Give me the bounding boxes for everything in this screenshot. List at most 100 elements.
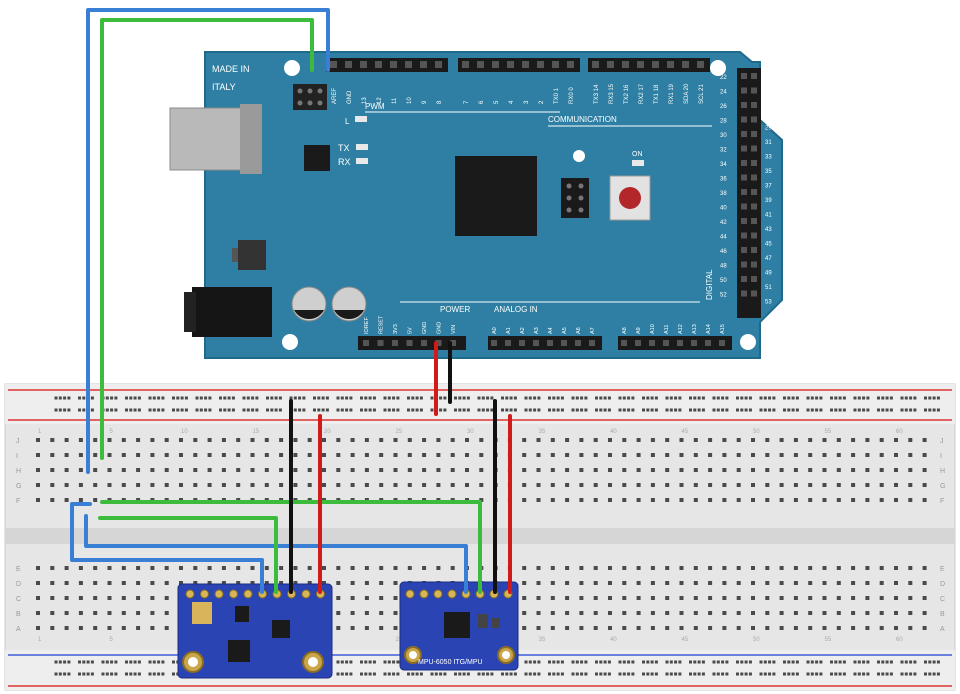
digital-pin: [751, 189, 757, 195]
module-pin: [433, 589, 443, 599]
header-pin: [592, 61, 599, 68]
wire-green-right-module: [100, 500, 482, 594]
bottom-pin-label: A11: [664, 325, 670, 334]
digital-pin: [741, 203, 747, 210]
digital-label: DIGITAL: [705, 269, 714, 300]
digital-pin-label: 45: [765, 242, 772, 248]
digital-pin: [751, 232, 757, 239]
top-pin-label: 8: [437, 100, 443, 104]
header-pin: [705, 340, 711, 346]
row-letter: H: [940, 468, 945, 475]
digital-pin: [741, 290, 747, 297]
digital-pin-label: 27: [765, 111, 772, 117]
top-pin-label: 12: [377, 97, 383, 104]
atmega-chip: [455, 156, 537, 236]
column-number: 20: [324, 429, 331, 435]
row-letter: I: [940, 453, 942, 460]
header-pin: [477, 61, 484, 68]
top-pin-label: TX3 14: [594, 84, 600, 104]
module-pin: [405, 589, 415, 599]
digital-pin-label: 53: [765, 300, 772, 306]
sensor-chip: [228, 640, 250, 662]
row-letter: H: [16, 468, 21, 475]
voltage-regulator: [238, 240, 266, 270]
digital-pin: [741, 160, 747, 166]
header-pin: [450, 340, 456, 346]
digital-pin: [741, 131, 747, 137]
header-pin: [682, 61, 689, 68]
bottom-pin-label: IOREF: [364, 317, 370, 334]
digital-pin: [751, 174, 757, 181]
digital-pin-label: 48: [720, 264, 727, 270]
power-label: POWER: [440, 305, 470, 314]
module-pin: [185, 589, 195, 599]
wire-green-sda-top: [100, 18, 314, 460]
digital-pin: [751, 218, 757, 224]
top-pin-label: 9: [422, 100, 428, 104]
column-number: 5: [110, 637, 114, 643]
header-pin: [375, 61, 382, 68]
column-number: 5: [110, 429, 114, 435]
column-number: 1: [38, 429, 42, 435]
digital-pin: [741, 116, 747, 123]
top-pin-label: 7: [464, 100, 470, 104]
wire-blue-left-module: [70, 502, 264, 594]
module-pin: [229, 589, 238, 599]
digital-pin: [751, 116, 757, 123]
header-pin: [519, 340, 525, 346]
row-letter: G: [940, 483, 945, 490]
column-number: 25: [396, 429, 403, 435]
row-letter: B: [940, 611, 945, 618]
header-pin: [435, 340, 442, 346]
digital-pin: [741, 102, 747, 108]
row-letter: C: [16, 596, 21, 603]
bottom-pin-label: A6: [576, 327, 582, 334]
header-pin: [697, 61, 704, 68]
row-letter: A: [16, 626, 21, 633]
digital-pin: [751, 73, 757, 79]
bottom-pin-label: GND: [422, 322, 428, 334]
digital-pin-label: 32: [720, 148, 727, 154]
arduino-mega-board: MADE IN ITALY TX RX L PWM ON: [169, 51, 783, 359]
header-pin: [507, 61, 514, 68]
module-pin: [301, 589, 311, 599]
bottom-pin-label: A5: [562, 327, 568, 334]
top-pin-label: RX3 15: [609, 83, 615, 104]
header-pin: [491, 340, 497, 346]
top-pin-label: 4: [509, 100, 515, 104]
header-pin: [719, 340, 725, 346]
bottom-pin-label: RESET: [379, 315, 385, 334]
top-pin-label: RX2 17: [639, 83, 645, 104]
top-pin-label: SCL 21: [699, 84, 705, 104]
digital-pin-label: 42: [720, 220, 727, 226]
column-number: 25: [396, 637, 403, 643]
on-label: ON: [632, 151, 643, 158]
digital-pin-label: 35: [765, 169, 772, 175]
row-letter: E: [940, 566, 945, 573]
breadboard-holes: [36, 396, 940, 676]
column-number: 40: [610, 429, 617, 435]
rx-label: RX: [338, 157, 351, 167]
digital-pin-label: 33: [765, 155, 772, 161]
digital-pin-label: 34: [720, 162, 727, 168]
top-pin-label: SDA 20: [684, 83, 690, 104]
digital-pin-label: 36: [720, 177, 727, 183]
header-pin: [345, 61, 352, 68]
digital-pin: [751, 102, 757, 108]
header-top-3: [588, 58, 710, 72]
digital-pin: [741, 276, 747, 282]
header-pin: [390, 61, 397, 68]
digital-pin-label: 24: [720, 90, 727, 96]
l-led-label: L: [345, 117, 350, 126]
header-pin: [505, 340, 511, 346]
column-number: 45: [682, 429, 689, 435]
digital-pin: [741, 87, 747, 94]
digital-header: [737, 68, 761, 318]
digital-pin-label: 50: [720, 278, 727, 284]
row-letter: F: [16, 498, 20, 505]
header-pin: [420, 61, 427, 68]
top-pin-label: TX0 1: [554, 87, 560, 104]
